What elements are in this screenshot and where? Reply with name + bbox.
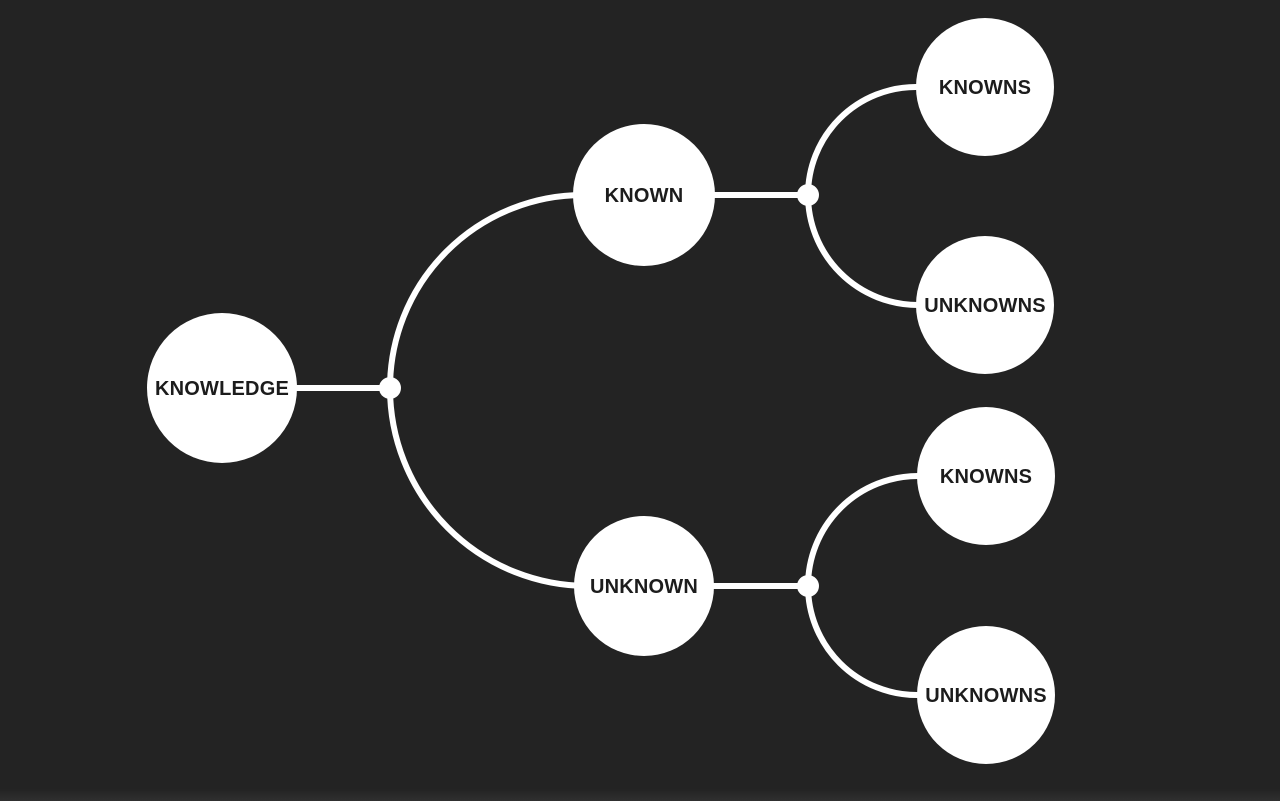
edge-unknown-to-unknown-unknowns — [805, 583, 920, 698]
junction-known-branch[interactable] — [797, 184, 819, 206]
node-label-unknown-knowns: KNOWNS — [940, 466, 1032, 488]
edge-known-to-known-unknowns — [805, 192, 921, 308]
junction-unknown-branch[interactable] — [797, 575, 819, 597]
node-label-unknown-unknowns: UNKNOWNS — [925, 685, 1047, 707]
node-unknown-knowns[interactable] — [917, 407, 1055, 545]
node-unknown[interactable] — [574, 516, 714, 656]
junction-knowledge-branch[interactable] — [379, 377, 401, 399]
node-label-known-unknowns: UNKNOWNS — [924, 295, 1046, 317]
node-knowledge[interactable] — [147, 313, 297, 463]
node-label-knowledge: KNOWLEDGE — [155, 378, 289, 400]
node-label-unknown: UNKNOWN — [590, 576, 698, 598]
node-unknown-unknowns[interactable] — [917, 626, 1055, 764]
node-label-known-knowns: KNOWNS — [939, 77, 1031, 99]
node-label-known: KNOWN — [605, 185, 684, 207]
node-known[interactable] — [573, 124, 715, 266]
node-known-unknowns[interactable] — [916, 236, 1054, 374]
node-known-knowns[interactable] — [916, 18, 1054, 156]
edge-knowledge-to-known — [387, 192, 586, 391]
edge-knowledge-to-unknown — [387, 385, 591, 589]
edge-known-to-known-knowns — [805, 84, 919, 198]
edge-unknown-to-unknown-knowns — [805, 473, 921, 589]
